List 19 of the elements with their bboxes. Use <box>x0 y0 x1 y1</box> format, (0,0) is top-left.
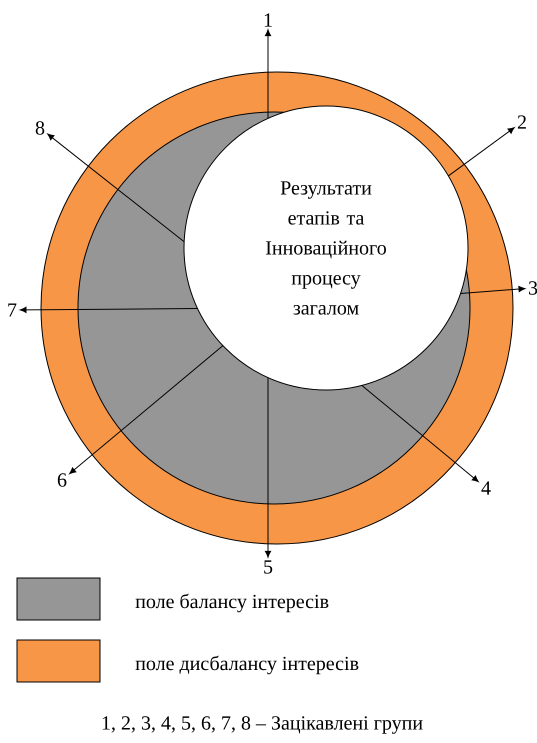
group-number: 5 <box>264 560 272 574</box>
caption-note: 1, 2, 3, 4, 5, 6, 7, 8 – Зацікавлені групи <box>102 716 423 734</box>
arrow <box>361 384 479 482</box>
group-number: 6 <box>58 473 66 487</box>
arrow <box>460 286 526 294</box>
arrow <box>264 29 272 119</box>
legend-text: поле балансу інтересів <box>136 594 328 612</box>
arrow <box>47 134 185 242</box>
group-number: 4 <box>481 481 491 495</box>
group-number: 3 <box>528 281 537 295</box>
group-number: 2 <box>518 115 526 129</box>
group-number: 7 <box>8 303 16 317</box>
arrow <box>264 377 272 558</box>
arrow <box>69 345 224 474</box>
group-number: 8 <box>36 121 44 135</box>
legend-text: поле дисбалансу інтересів <box>136 656 358 674</box>
group-number: 1 <box>264 13 272 27</box>
arrow <box>20 306 198 313</box>
arrow <box>448 127 515 176</box>
